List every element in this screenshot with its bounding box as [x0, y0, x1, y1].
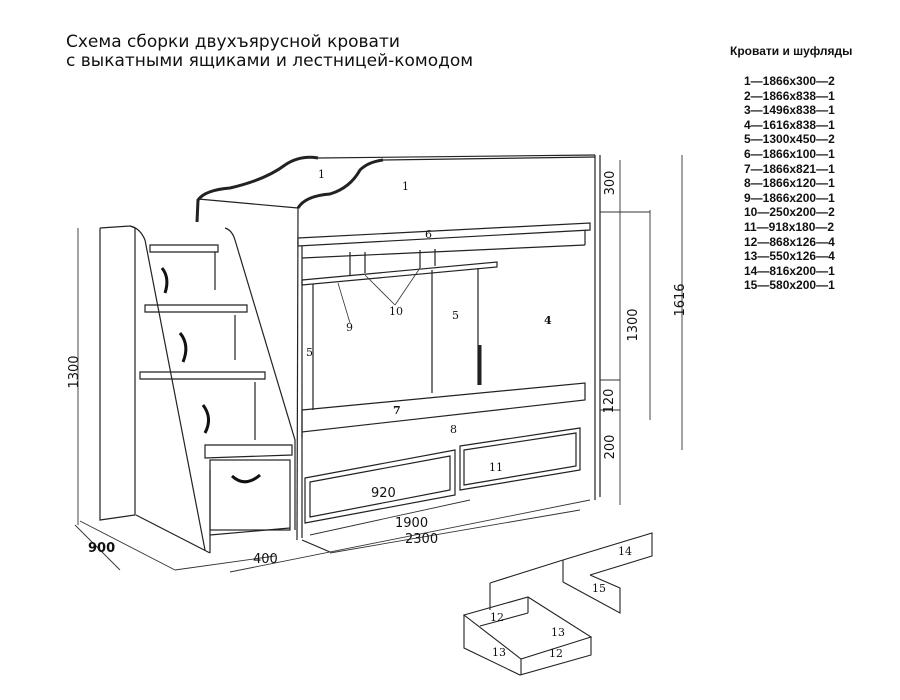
- dim-stair-depth: 900: [88, 541, 115, 556]
- parts-list-item: 1—1866x300—2: [744, 74, 835, 88]
- parts-list-item: 13—550x126—4: [744, 249, 835, 264]
- part-label: 14: [618, 545, 632, 558]
- dim-lower-rail: 120: [602, 389, 617, 414]
- dim-bed-length-inner: 1900: [395, 516, 428, 531]
- handle-icon: [178, 332, 188, 363]
- part-label: 9: [346, 321, 353, 334]
- dim-stair-width: 400: [253, 552, 278, 567]
- parts-list-item: 9—1866x200—1: [744, 190, 835, 205]
- title-line-2: с выкатными ящиками и лестницей-комодом: [66, 51, 474, 71]
- parts-list-item: 7—1866x821—1: [744, 161, 835, 176]
- part-label: 6: [425, 228, 432, 241]
- front-headboard-curve: [296, 158, 384, 209]
- parts-list-item: 3—1496x838—1: [744, 103, 835, 118]
- title-line-1: Схема сборки двухъярусной кровати: [66, 32, 400, 52]
- dim-bed-length-total: 2300: [405, 532, 438, 547]
- bed-frame: [99, 154, 601, 554]
- dim-headboard: 300: [603, 171, 618, 196]
- drawer-handles: [160, 267, 261, 484]
- handle-icon: [201, 404, 210, 434]
- part-label: 1: [318, 168, 325, 181]
- dim-stair-height: 1300: [67, 355, 82, 388]
- part-label: 12: [549, 647, 563, 660]
- handle-icon: [230, 473, 261, 484]
- part-label: 8: [450, 423, 457, 436]
- parts-list-item: 10—250x200—2: [744, 205, 835, 220]
- part-label: 12: [490, 611, 504, 624]
- part-label: 5: [306, 346, 313, 359]
- part-label: 4: [544, 314, 552, 327]
- parts-list-item: 14—816x200—1: [744, 263, 835, 278]
- back-headboard-curve: [195, 155, 319, 223]
- parts-list-item: 15—580x200—1: [744, 278, 835, 293]
- part-label: 10: [389, 305, 403, 318]
- part-label: 13: [551, 626, 565, 639]
- part-label: 13: [492, 646, 506, 659]
- dimension-lines: [74, 155, 683, 573]
- dim-drawer-width: 920: [371, 486, 396, 501]
- part-label: 11: [489, 461, 503, 474]
- part-label: 1: [402, 180, 409, 193]
- diagram-title: Схема сборки двухъярусной кровати с выка…: [66, 33, 473, 71]
- parts-list-item: 8—1866x120—1: [744, 176, 835, 191]
- dim-upper-height: 1300: [626, 308, 641, 341]
- handle-icon: [160, 267, 169, 294]
- part-label: 5: [452, 309, 459, 322]
- parts-list-heading: Кровати и шуфляды: [730, 44, 853, 58]
- parts-list-item: 2—1866x838—1: [744, 88, 835, 103]
- dim-total-height: 1616: [673, 283, 688, 316]
- leader-lines: [337, 267, 421, 324]
- part-label: 7: [393, 404, 401, 417]
- parts-list-item: 5—1300x450—2: [744, 132, 835, 147]
- parts-list-item: 4—1616x838—1: [744, 117, 835, 132]
- part-label: 15: [592, 582, 606, 595]
- parts-list: Кровати и шуфляды 1—1866x300—2 2—1866x83…: [722, 44, 897, 293]
- dim-drawer-height: 200: [603, 435, 618, 460]
- parts-list-item: 11—918x180—2: [744, 219, 835, 234]
- parts-list-item: 12—868x126—4: [744, 234, 835, 249]
- drawer-detail-drawing: [462, 532, 653, 676]
- parts-list-item: 6—1866x100—1: [744, 146, 835, 161]
